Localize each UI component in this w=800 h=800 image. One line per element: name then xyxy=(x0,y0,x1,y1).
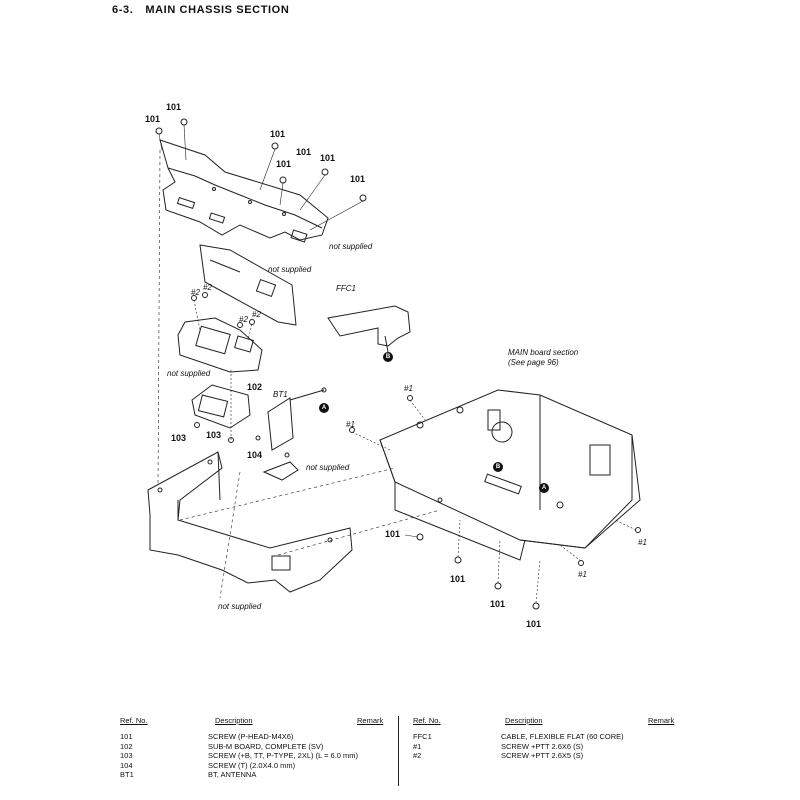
callout-101: 101 xyxy=(450,574,466,584)
flat-cable xyxy=(327,305,411,353)
sub-m-board xyxy=(191,384,251,429)
row-desc: SUB-M BOARD, COMPLETE (SV) xyxy=(208,741,324,751)
callout-bt1: BT1 xyxy=(273,390,288,399)
header-ref-no: Ref. No. xyxy=(120,716,148,725)
marker-a: A xyxy=(541,485,547,491)
reference-markers xyxy=(319,352,549,493)
callout-ffc1: FFC1 xyxy=(336,284,356,293)
small-plate xyxy=(262,461,299,481)
callout-hash1: #1 xyxy=(346,420,355,429)
callout-hash1: #1 xyxy=(638,538,647,547)
row-ref: FFC1 xyxy=(413,732,432,741)
row-ref: 104 xyxy=(120,760,133,770)
callout-hash2: #2 xyxy=(203,283,212,292)
row-ref: BT1 xyxy=(120,770,134,779)
not-supplied-label: not supplied xyxy=(306,463,350,472)
header-remark: Remark xyxy=(357,716,384,725)
row-ref: #2 xyxy=(413,751,422,760)
row-desc: SCREW +PTT 2.6X5 (S) xyxy=(501,751,584,760)
bottom-bracket xyxy=(147,451,353,593)
parts-row: 102 SUB-M BOARD, COMPLETE (SV) xyxy=(112,742,397,752)
callout-103: 103 xyxy=(171,433,187,443)
header-remark: Remark xyxy=(648,716,675,725)
callout-103: 103 xyxy=(206,430,222,440)
parts-row: #2 SCREW +PTT 2.6X5 (S) xyxy=(405,751,680,761)
callout-101: 101 xyxy=(490,599,506,609)
parts-row: 104 SCREW (T) (2.0X4.0 mm) xyxy=(112,761,397,771)
parts-row: BT1 BT, ANTENNA xyxy=(112,770,397,780)
parts-rows-left: 101 SCREW (P-HEAD-M4X6) 102 SUB-M BOARD, C… xyxy=(112,732,397,780)
row-ref: 103 xyxy=(120,751,133,760)
callout-101: 101 xyxy=(270,129,286,139)
section-number: 6-3. xyxy=(112,4,134,16)
main-chassis xyxy=(379,389,641,561)
parts-row: FFC1 CABLE, FLEXIBLE FLAT (60 CORE) xyxy=(405,732,680,742)
parts-row: 101 SCREW (P-HEAD-M4X6) xyxy=(112,732,397,742)
parts-row: #1 SCREW +PTT 2.6X6 (S) xyxy=(405,742,680,752)
header-ref-no: Ref. No. xyxy=(413,716,441,725)
row-desc: SCREW (T) (2.0X4.0 mm) xyxy=(208,760,296,770)
callout-101: 101 xyxy=(350,174,366,184)
callout-101: 101 xyxy=(526,619,542,629)
main-board-note-line2: (See page 96) xyxy=(508,358,559,367)
parts-row: 103 SCREW (+B, TT, P-TYPE, 2XL) (L = 6.0 … xyxy=(112,751,397,761)
callout-102: 102 xyxy=(247,382,263,392)
row-ref: 101 xyxy=(120,732,133,741)
callout-101: 101 xyxy=(385,529,401,539)
callout-104: 104 xyxy=(247,450,263,460)
table-divider xyxy=(398,716,399,786)
row-desc: BT, ANTENNA xyxy=(208,770,257,779)
top-bracket-plate xyxy=(159,139,329,243)
leader-lines xyxy=(157,124,637,604)
header-description: Description xyxy=(215,716,253,725)
marker-a: A xyxy=(321,405,327,411)
callout-hash1: #1 xyxy=(404,384,413,393)
row-desc: SCREW +PTT 2.6X6 (S) xyxy=(501,741,584,751)
header-description: Description xyxy=(505,716,543,725)
not-supplied-label: not supplied xyxy=(167,369,211,378)
main-board-note-line1: MAIN board section xyxy=(508,348,579,357)
not-supplied-label: not supplied xyxy=(268,265,312,274)
callout-hash2: #2 xyxy=(191,288,200,297)
row-desc: SCREW (+B, TT, P-TYPE, 2XL) (L = 6.0 mm) xyxy=(208,751,359,760)
row-ref: 102 xyxy=(120,741,133,751)
callout-hash2: #2 xyxy=(239,315,248,324)
callout-101: 101 xyxy=(166,102,182,112)
insulator-sheet xyxy=(199,244,297,326)
callout-101: 101 xyxy=(145,114,161,124)
row-desc: CABLE, FLEXIBLE FLAT (60 CORE) xyxy=(501,732,624,741)
main-board-note: MAIN board section (See page 96) xyxy=(508,348,578,368)
marker-b: B xyxy=(495,464,501,470)
sub-board-bracket xyxy=(177,317,263,373)
antenna-bt1 xyxy=(267,387,327,451)
row-desc: SCREW (P-HEAD-M4X6) xyxy=(208,732,294,741)
callout-101: 101 xyxy=(320,153,336,163)
callout-hash2: #2 xyxy=(252,310,261,319)
marker-b: B xyxy=(385,354,391,360)
callout-101: 101 xyxy=(296,147,312,157)
callout-hash1: #1 xyxy=(578,570,587,579)
section-title-text: MAIN CHASSIS SECTION xyxy=(145,4,290,16)
row-ref: #1 xyxy=(413,741,422,751)
not-supplied-label: not supplied xyxy=(218,602,262,611)
callout-101: 101 xyxy=(276,159,292,169)
not-supplied-label: not supplied xyxy=(329,242,373,251)
section-title: 6-3. MAIN CHASSIS SECTION xyxy=(112,4,289,16)
